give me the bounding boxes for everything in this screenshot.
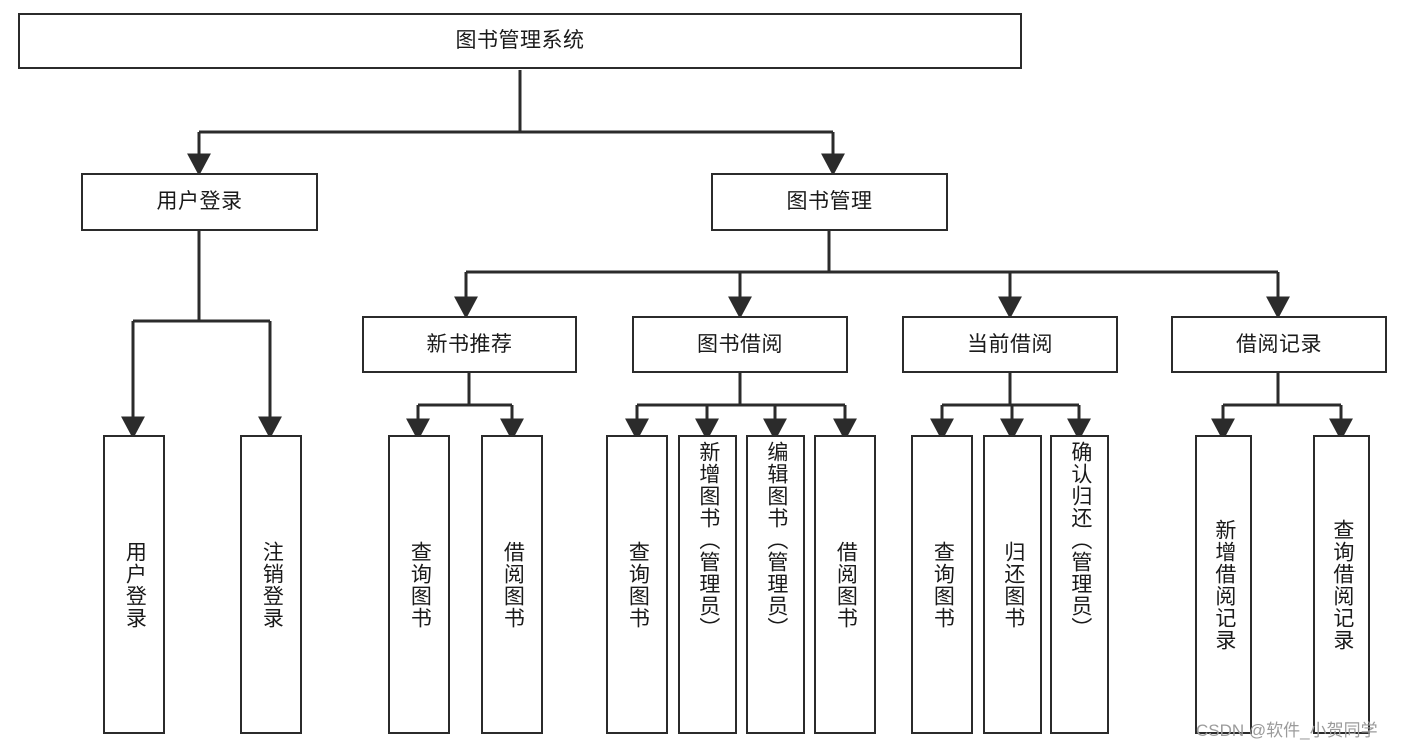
- node-book-borrow[interactable]: 图书借阅: [632, 316, 848, 373]
- node-user-login-label: 用户登录: [156, 190, 243, 214]
- node-borrow-record-label: 借阅记录: [1236, 332, 1322, 356]
- node-leaf-add-record[interactable]: 新增借阅记录: [1195, 435, 1252, 734]
- node-leaf-confirm-return-label: 确认归还（管理员）: [1068, 441, 1092, 639]
- node-leaf-borrow-book-1-label: 借阅图书: [501, 540, 525, 629]
- node-leaf-query-book-1[interactable]: 查询图书: [388, 435, 450, 734]
- node-new-book-recommend[interactable]: 新书推荐: [362, 316, 577, 373]
- node-book-manage-label: 图书管理: [786, 190, 873, 214]
- node-root[interactable]: 图书管理系统: [18, 13, 1022, 69]
- node-leaf-query-book-2[interactable]: 查询图书: [606, 435, 668, 734]
- node-book-manage[interactable]: 图书管理: [711, 173, 948, 231]
- node-book-borrow-label: 图书借阅: [697, 332, 783, 356]
- node-leaf-user-login[interactable]: 用户登录: [103, 435, 165, 734]
- node-leaf-borrow-book-1[interactable]: 借阅图书: [481, 435, 543, 734]
- node-leaf-query-record-label: 查询借阅记录: [1330, 518, 1354, 651]
- node-leaf-query-book-3-label: 查询图书: [931, 540, 955, 629]
- node-leaf-user-logout-label: 注销登录: [260, 540, 284, 629]
- node-leaf-add-record-label: 新增借阅记录: [1212, 518, 1236, 651]
- node-leaf-borrow-book-2-label: 借阅图书: [834, 540, 858, 629]
- node-root-label: 图书管理系统: [455, 29, 585, 53]
- node-leaf-add-book[interactable]: 新增图书（管理员）: [678, 435, 737, 734]
- node-leaf-query-book-1-label: 查询图书: [408, 540, 432, 629]
- node-leaf-borrow-book-2[interactable]: 借阅图书: [814, 435, 876, 734]
- node-leaf-query-book-2-label: 查询图书: [626, 540, 650, 629]
- node-borrow-record[interactable]: 借阅记录: [1171, 316, 1387, 373]
- node-leaf-add-book-label: 新增图书（管理员）: [696, 441, 720, 639]
- csdn-watermark: CSDN @软件_小贺同学: [1196, 721, 1378, 740]
- node-leaf-user-login-label: 用户登录: [123, 540, 147, 629]
- node-leaf-user-logout[interactable]: 注销登录: [240, 435, 302, 734]
- node-current-borrow[interactable]: 当前借阅: [902, 316, 1118, 373]
- node-leaf-confirm-return[interactable]: 确认归还（管理员）: [1050, 435, 1109, 734]
- node-leaf-return-book-label: 归还图书: [1001, 540, 1025, 629]
- node-current-borrow-label: 当前借阅: [967, 332, 1053, 356]
- node-leaf-query-record[interactable]: 查询借阅记录: [1313, 435, 1370, 734]
- node-leaf-edit-book-label: 编辑图书（管理员）: [764, 441, 788, 639]
- node-user-login[interactable]: 用户登录: [81, 173, 318, 231]
- node-leaf-edit-book[interactable]: 编辑图书（管理员）: [746, 435, 805, 734]
- node-new-book-recommend-label: 新书推荐: [426, 332, 513, 356]
- node-leaf-return-book[interactable]: 归还图书: [983, 435, 1042, 734]
- node-leaf-query-book-3[interactable]: 查询图书: [911, 435, 973, 734]
